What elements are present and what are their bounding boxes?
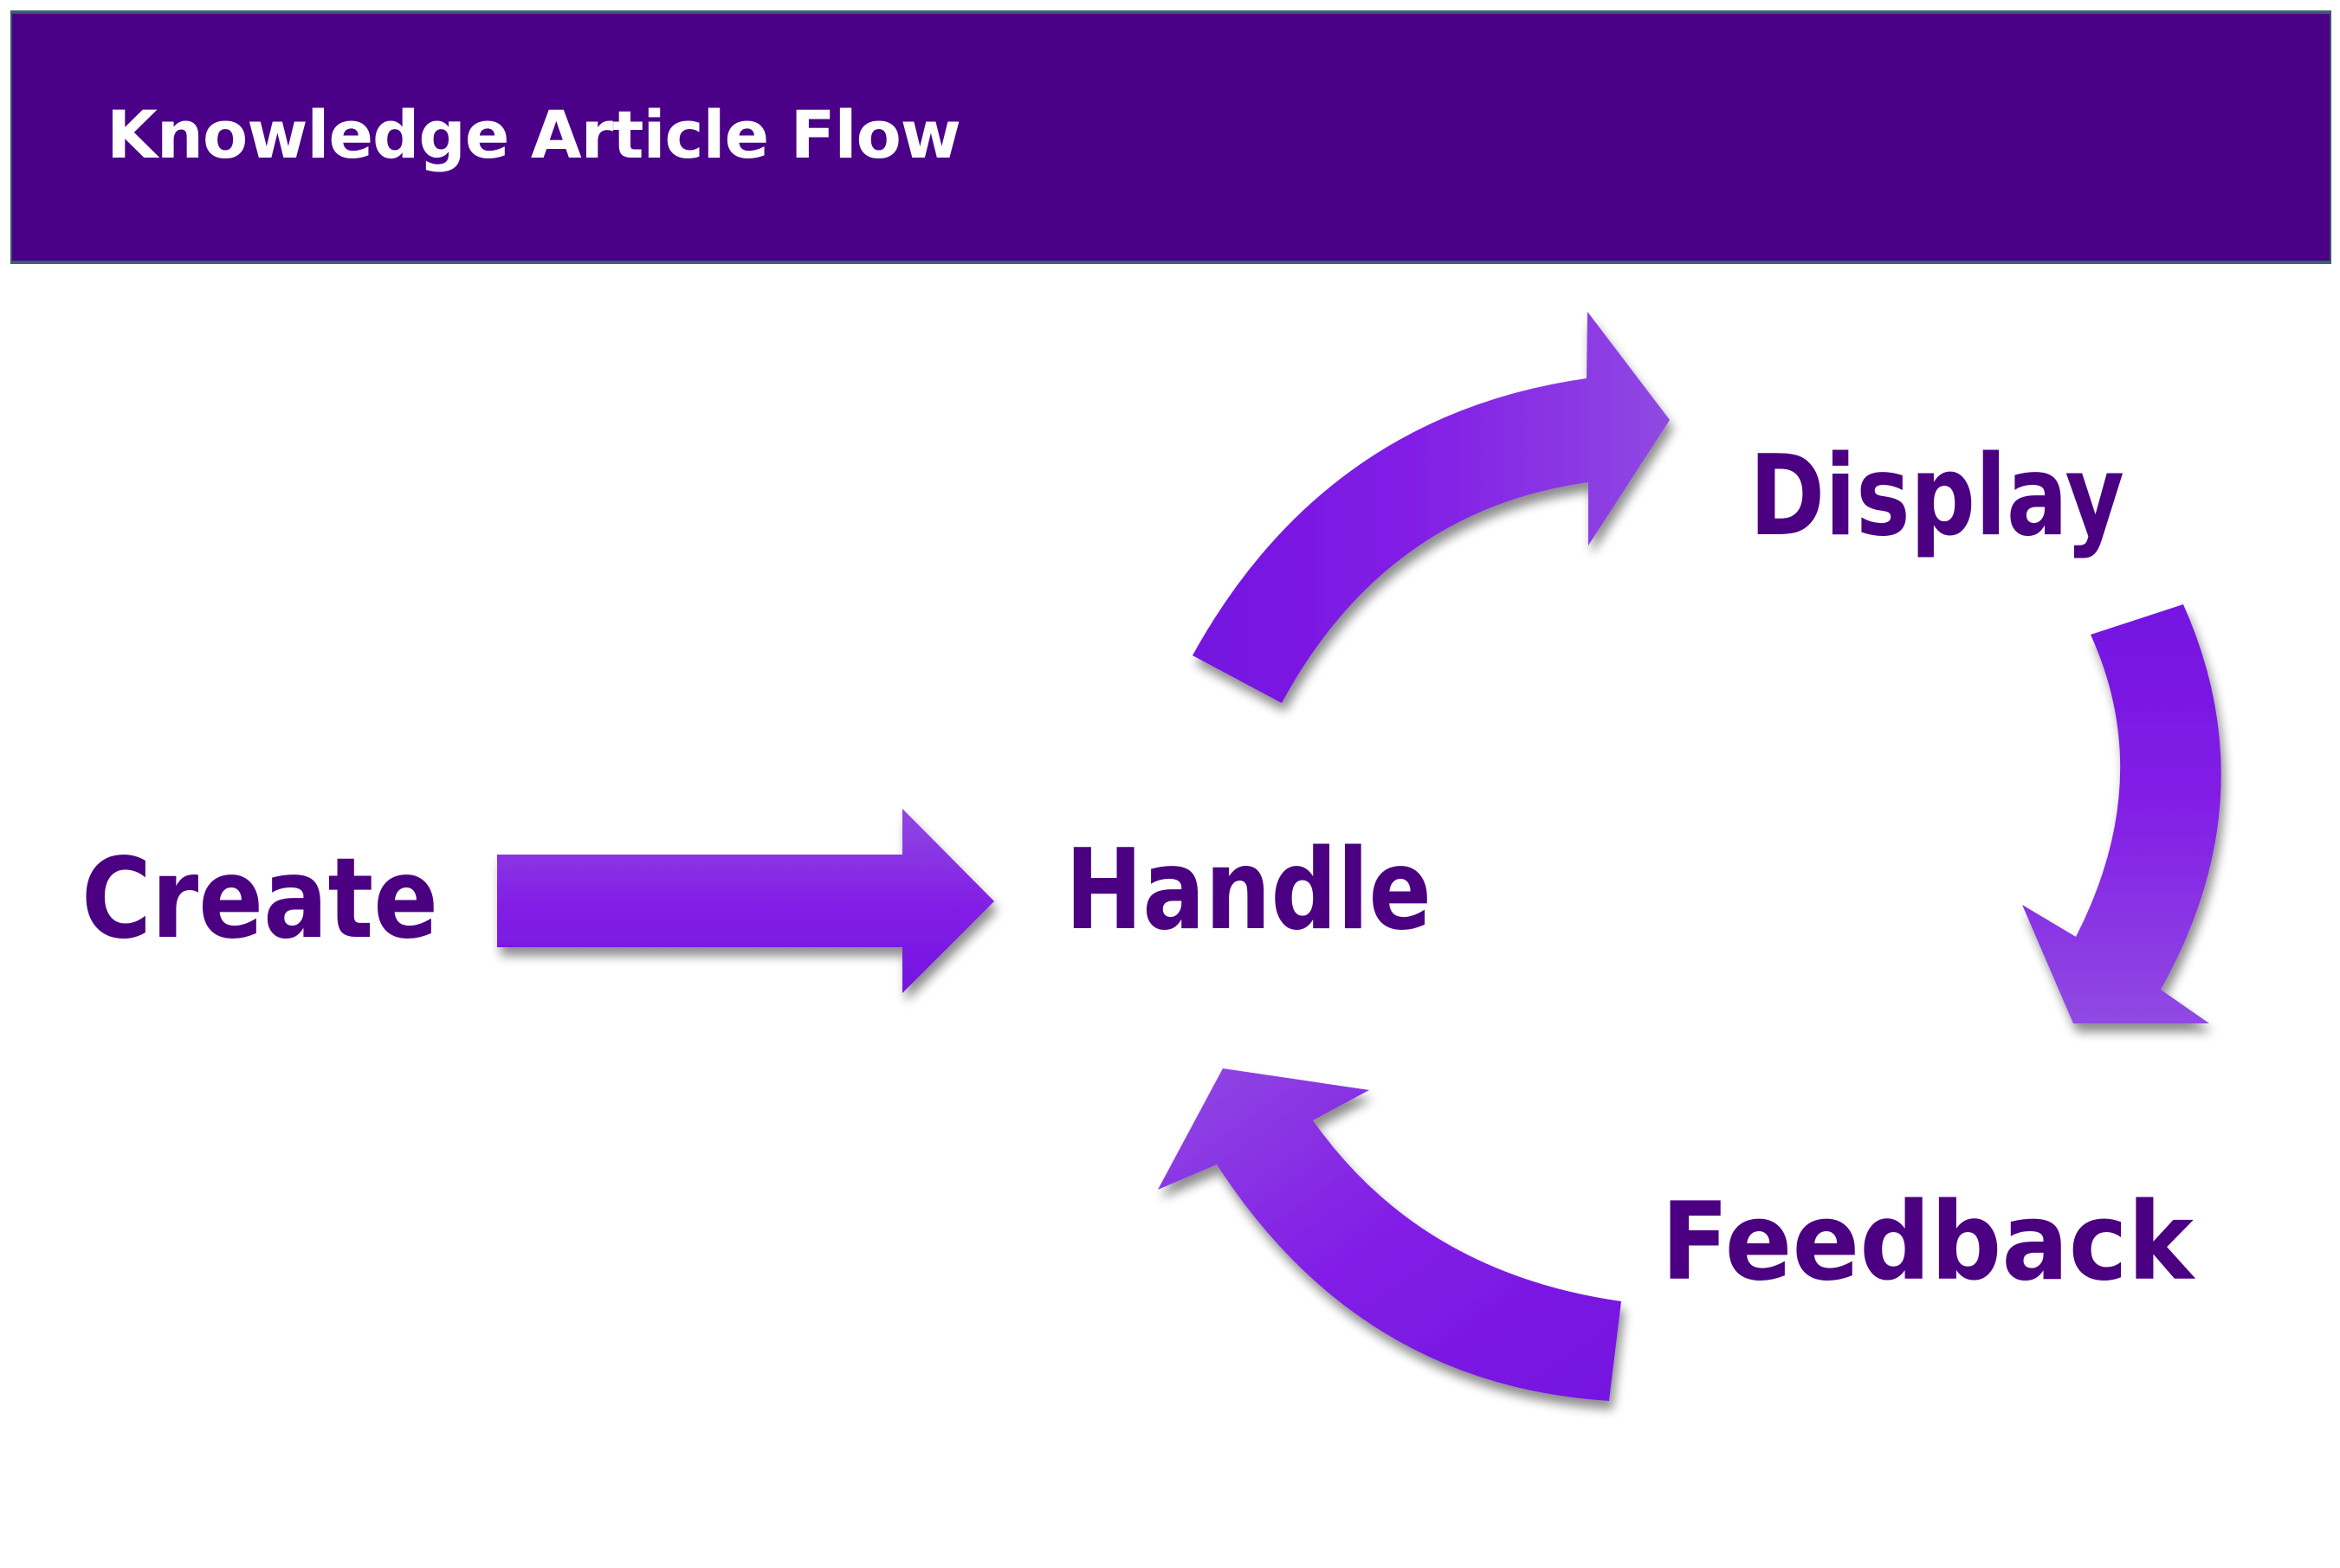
header-banner — [10, 10, 2331, 264]
node-label-display: Display — [1749, 432, 2124, 561]
arrow-handle-to-display — [1193, 312, 1670, 703]
page-title: Knowledge Article Flow — [107, 96, 961, 173]
node-label-handle: Handle — [1065, 826, 1432, 955]
arrow-display-to-feedback — [2022, 604, 2221, 1023]
node-label-create: Create — [81, 835, 438, 964]
arrow-feedback-to-handle — [1158, 1068, 1621, 1401]
arrow-create-to-handle — [497, 809, 994, 993]
node-label-feedback: Feedback — [1661, 1180, 2195, 1305]
